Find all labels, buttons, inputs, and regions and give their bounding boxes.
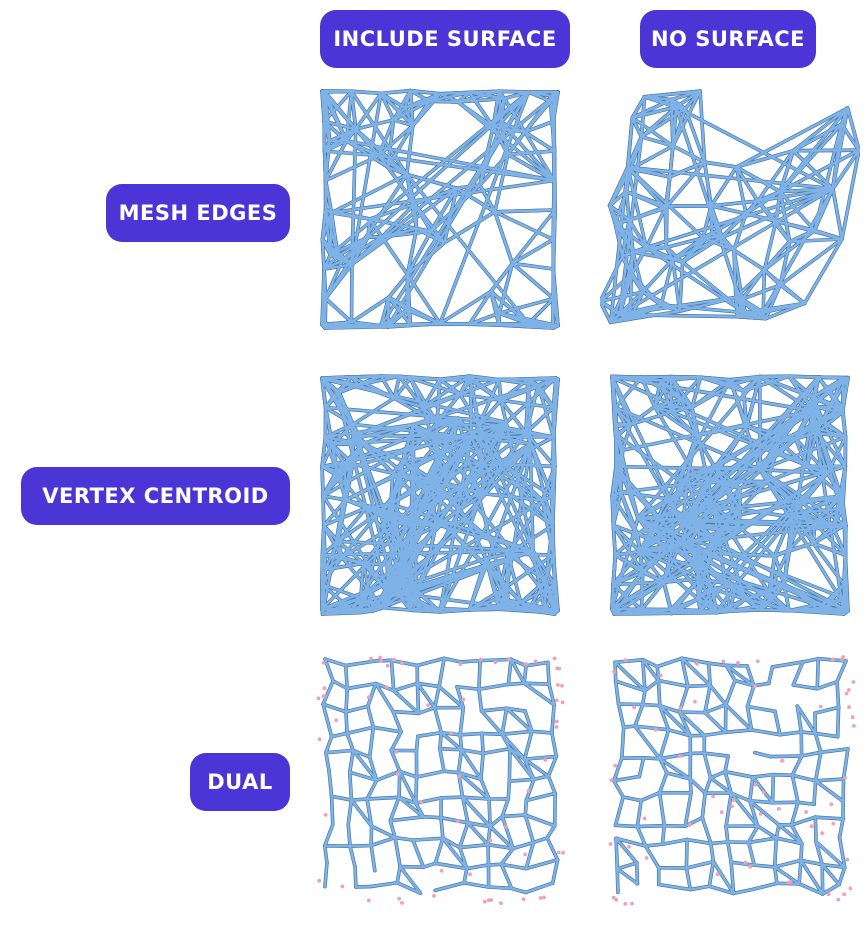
vertex-centroid-include-surface-plot <box>320 374 560 616</box>
row-label-vertex-centroid: VERTEX CENTROID <box>21 467 290 525</box>
dual-include-surface-panel <box>310 650 570 910</box>
mesh-edges-include-surface-plot <box>320 88 560 330</box>
dual-no-surface-panel <box>600 650 860 910</box>
row-label-dual: DUAL <box>190 753 290 811</box>
mesh-edges-no-surface-plot <box>600 89 860 325</box>
dual-include-surface-plot <box>316 655 565 905</box>
vertex-centroid-no-surface-plot <box>610 374 850 616</box>
vertex-centroid-no-surface-panel <box>600 366 860 626</box>
row-label-mesh-edges: MESH EDGES <box>106 184 290 242</box>
vertex-centroid-include-surface-panel <box>310 366 570 626</box>
column-header-no-surface: NO SURFACE <box>640 10 816 68</box>
column-header-include-surface: INCLUDE SURFACE <box>320 10 570 68</box>
mesh-edges-include-surface-panel <box>310 80 570 340</box>
dual-no-surface-plot <box>608 655 856 906</box>
mesh-edges-no-surface-panel <box>600 80 860 340</box>
